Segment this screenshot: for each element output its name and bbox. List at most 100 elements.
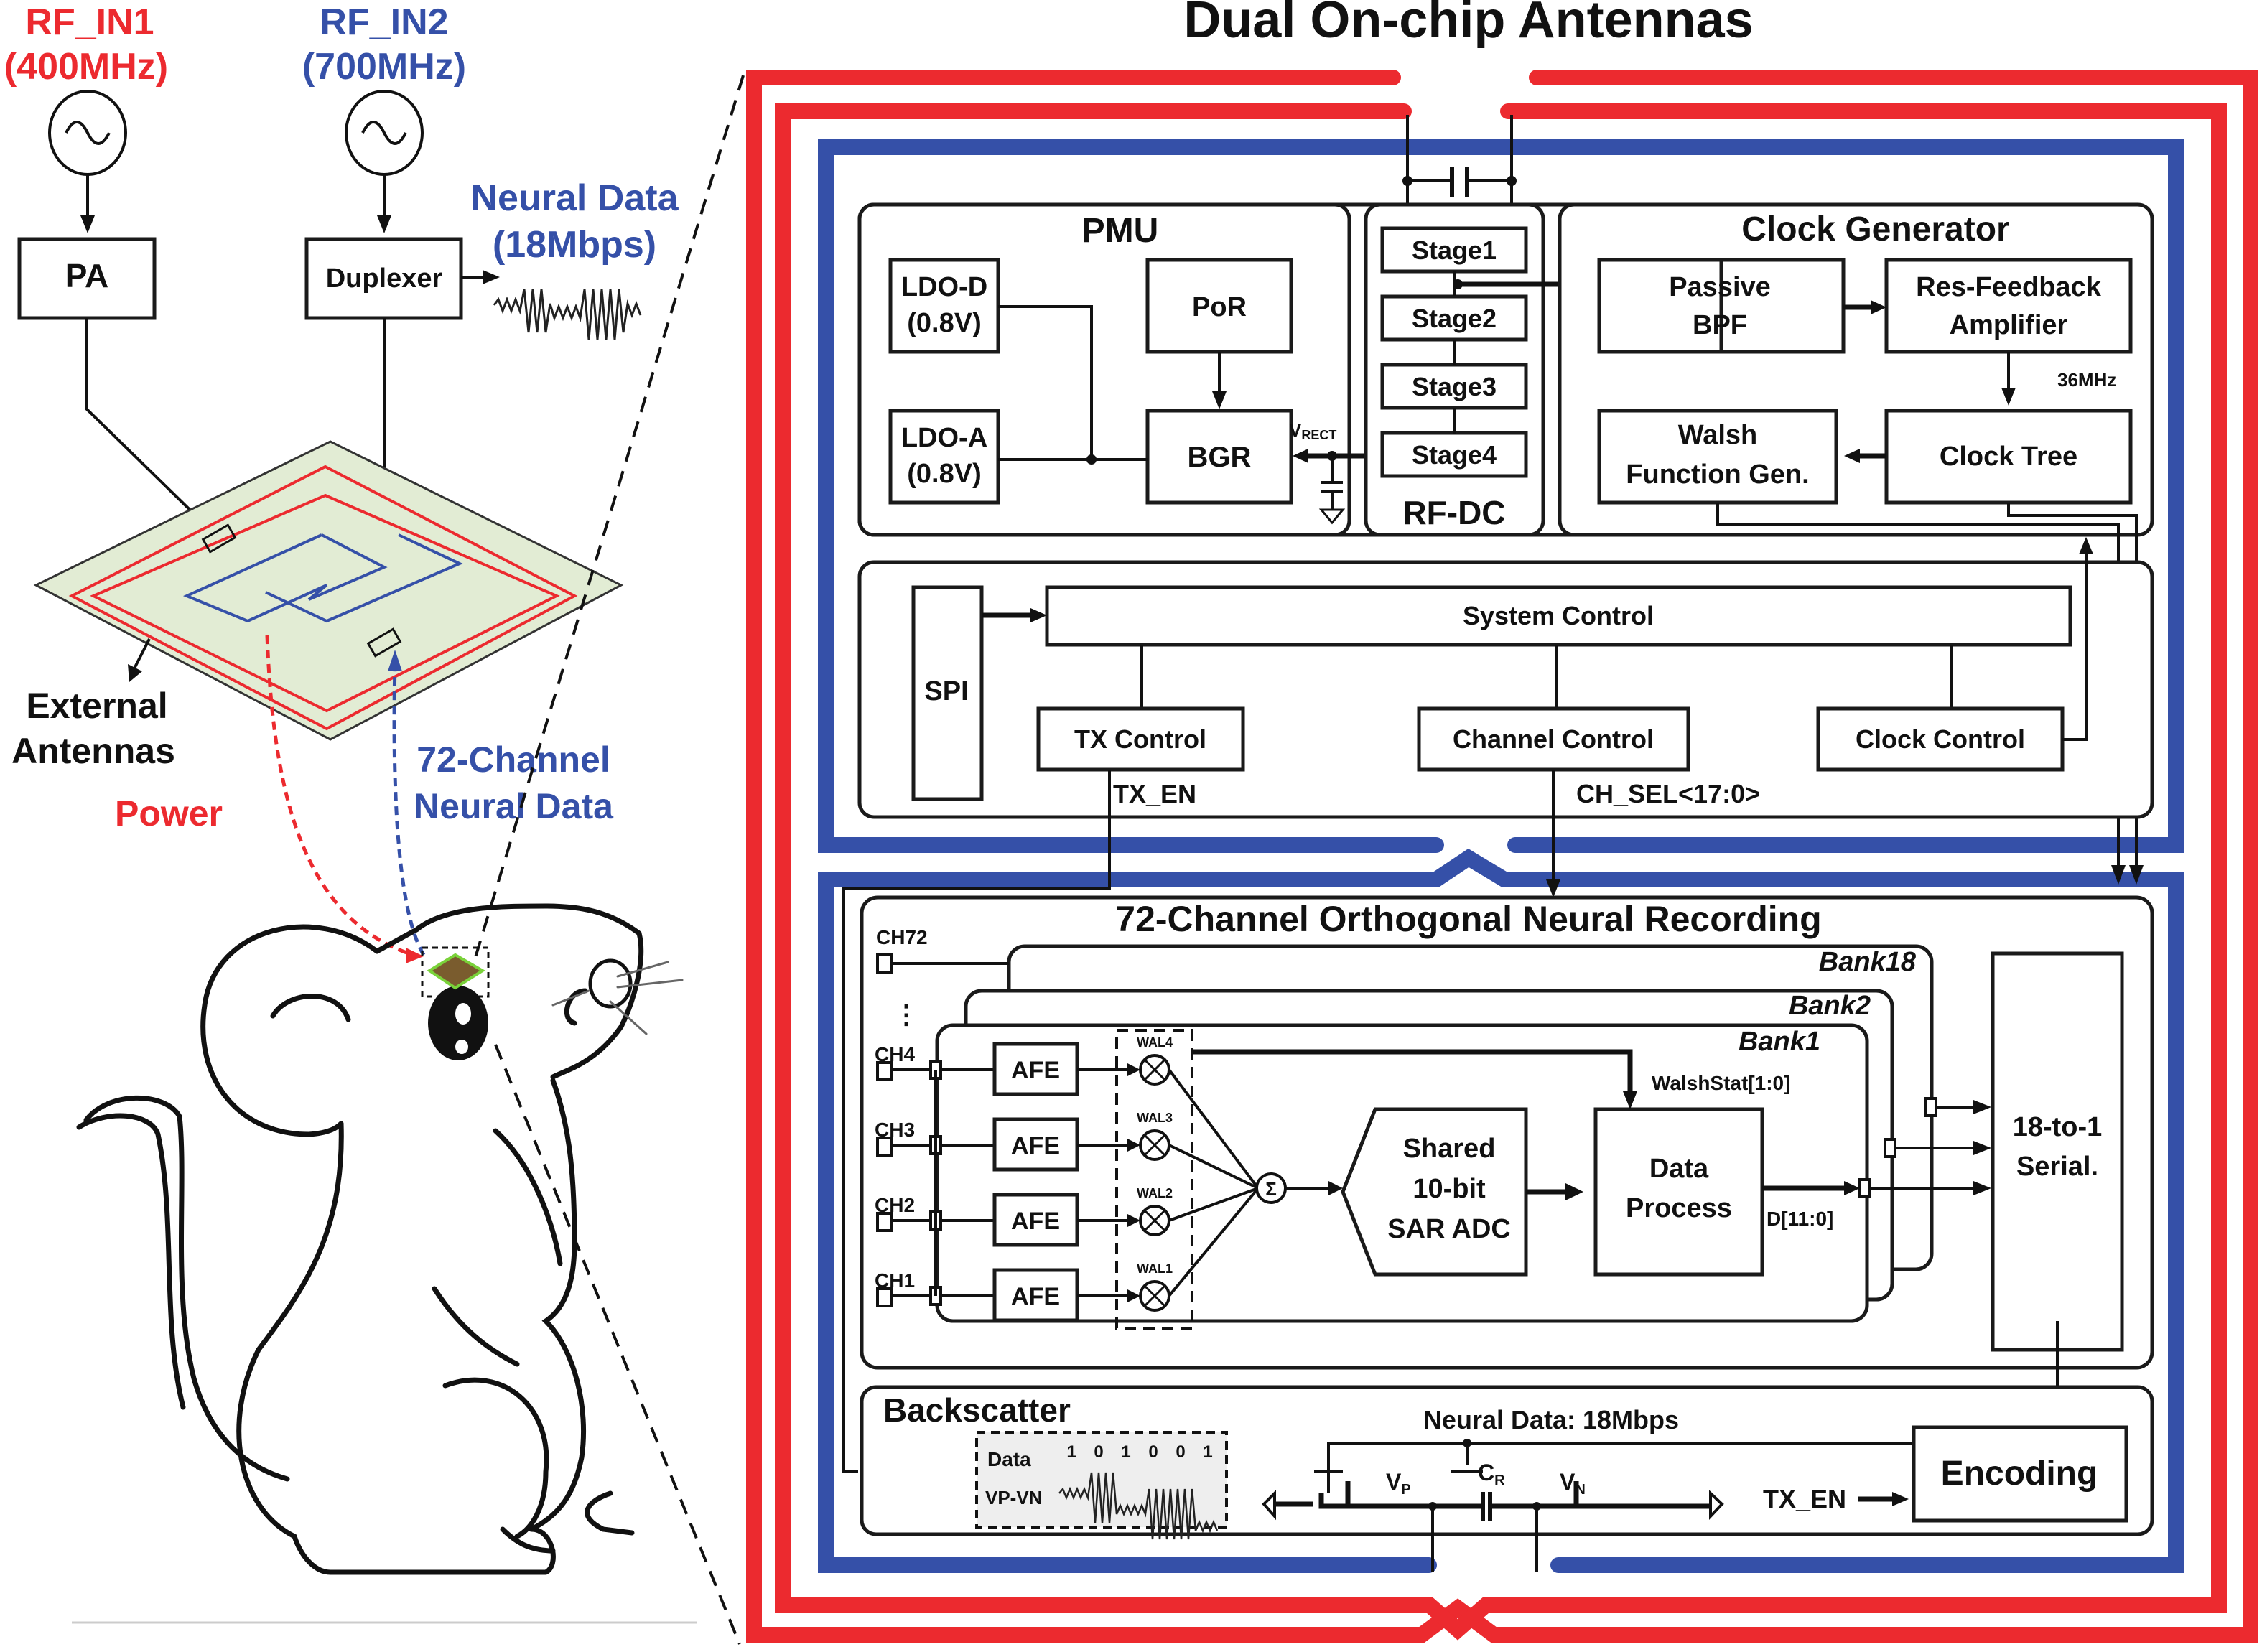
ch72-label: CH72 [876,926,928,948]
walsh-label-1: Walsh [1678,420,1758,450]
backscatter-waveform-icon [1058,1472,1219,1540]
channel-ellipsis: ⋮ [893,999,919,1029]
ldo-a-block [888,409,1000,505]
encoding-block [1912,1425,2128,1523]
afe-label: AFE [1011,1057,1060,1084]
tx-control-label: TX Control [1074,724,1206,754]
bgr-block [1145,409,1293,505]
rf-in1-freq: (400MHz) [4,46,168,88]
power-link [265,635,414,957]
bank2-label: Bank2 [1789,991,1871,1021]
spi-label: SPI [924,676,968,706]
afe-block [992,1117,1079,1172]
channel-control-label: Channel Control [1453,724,1654,754]
rfdc-stage-block [1380,294,1528,342]
implant-location-box [421,946,490,998]
clock-control-label: Clock Control [1856,724,2025,754]
afe-label: AFE [1011,1132,1060,1159]
on-chip-data-antenna [818,139,2184,1573]
ldo-a-label: LDO-A [901,423,987,453]
control-group: SPI System Control TX Control Channel Co… [842,537,2154,1473]
walsh-code-label: WAL1 [1137,1261,1173,1276]
adc-label-1: Shared [1403,1134,1496,1164]
walshstat-label: WalshStat[1:0] [1652,1072,1790,1094]
walsh-code-label: WAL2 [1137,1186,1173,1200]
walsh-code-label: WAL3 [1137,1111,1173,1125]
rfdc-stage-label: Stage3 [1412,372,1497,401]
external-data-antenna [182,533,463,623]
serializer-block [1991,951,2124,1352]
neural-rate-label: Neural Data: 18Mbps [1423,1405,1679,1434]
bit-label: 1 [1121,1442,1130,1462]
mouse-eye [428,986,488,1060]
amp-label-2: Amplifier [1950,310,2068,340]
inset-vpvn-label: VP-VN [985,1487,1042,1508]
ground-icon [1318,508,1346,525]
rfdc-stage-label: Stage4 [1412,440,1497,470]
tx-control-block [1036,706,1245,772]
pad-icon [876,1212,893,1232]
ldo-d-voltage: (0.8V) [907,308,981,338]
pad-icon [876,953,893,974]
feed-port-power [201,523,237,554]
rfdc-stage-label: Stage1 [1412,235,1497,265]
external-antennas-label-1: External [26,686,167,726]
bgr-label: BGR [1188,442,1252,473]
vn-label: VN [1560,1469,1586,1498]
walsh-label-2: Function Gen. [1626,459,1809,490]
data-process-block [1593,1107,1764,1277]
backscatter-title: Backscatter [883,1391,1071,1429]
bit-label: 1 [1203,1442,1212,1462]
res-feedback-amp-block [1884,258,2133,354]
duplexer-label: Duplexer [326,263,443,294]
signal-source-icon-2 [345,90,424,176]
tx-en-label: TX_EN [1113,779,1196,808]
rfdc-stage-block [1380,431,1528,478]
feed-port-data [366,627,402,658]
rf-in2-label: RF_IN2 [320,1,448,43]
modulated-waveform-icon [493,289,642,340]
walsh-multiplier-group [1115,1029,1193,1330]
rf-in2-freq: (700MHz) [302,46,466,88]
afe-label: AFE [1011,1283,1060,1310]
rf-in1-label: RF_IN1 [25,1,154,43]
clock-freq-label: 36MHz [2057,369,2116,391]
clock-gen-title: Clock Generator [1741,210,2009,248]
external-system: RF_IN1 (400MHz) RF_IN2 (700MHz) PA Duple… [4,1,745,1645]
zoom-line-bottom [494,1044,741,1645]
por-block [1145,258,1293,354]
bit-label: 0 [1176,1442,1185,1462]
data-link [392,663,426,956]
pad-icon [876,1061,893,1081]
data-process-label-1: Data [1649,1154,1709,1184]
bit-label: 0 [1094,1442,1103,1462]
cr-label: CR [1478,1460,1505,1488]
ldo-d-label: LDO-D [901,272,987,302]
system-control-block [1045,585,2072,647]
pad-icon [876,1287,893,1307]
clock-control-block [1816,706,2065,772]
tx-en-input-label: TX_EN [1763,1484,1846,1513]
clock-tree-block [1884,409,2133,505]
bank18-label: Bank18 [1819,947,1917,977]
backscatter-group: Backscatter Neural Data: 18Mbps Data VP-… [860,1385,2154,1572]
sar-adc-block [1341,1107,1528,1277]
dout-label: D[11:0] [1767,1208,1833,1230]
bank1-label: Bank1 [1739,1027,1820,1057]
adc-label-3: SAR ADC [1387,1214,1511,1244]
external-power-antenna [68,465,578,731]
inset-data-label: Data [987,1448,1031,1470]
clock-tree-label: Clock Tree [1940,442,2077,472]
vrect-label: VRECT [1289,419,1336,442]
pa-label: PA [65,257,109,294]
neural-data-label: Neural Data [471,177,679,219]
recording-title: 72-Channel Orthogonal Neural Recording [1115,899,1821,939]
signal-source-icon-1 [48,90,127,176]
rfdc-stage-label: Stage2 [1412,304,1497,333]
channel-data-label-2: Neural Data [414,786,614,826]
external-antennas-label-2: Antennas [11,731,175,771]
walsh-gen-block [1597,409,1838,505]
data-process-label-2: Process [1626,1193,1732,1223]
implant-chip-icon [427,953,485,990]
mouse-illustration [76,903,684,1575]
